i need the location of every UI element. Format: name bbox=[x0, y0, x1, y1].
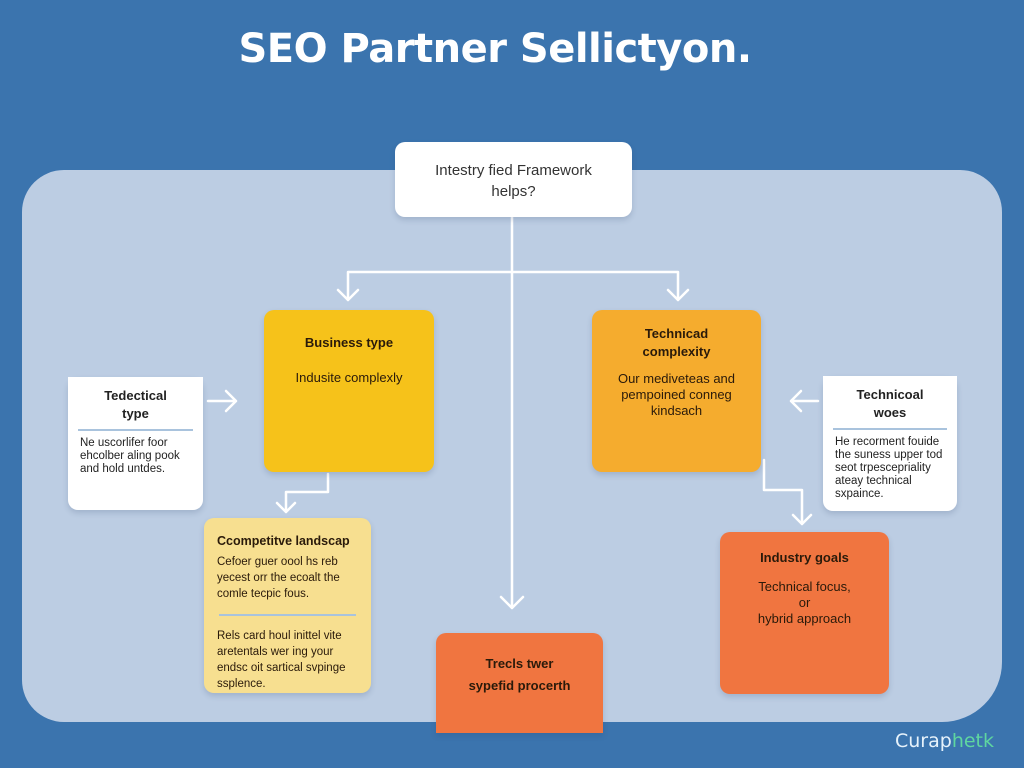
left-card-title: Tedectical bbox=[104, 388, 167, 403]
left-card-title: type bbox=[122, 406, 149, 421]
technical-desc: Our mediveteas and bbox=[617, 371, 736, 386]
technical-title: Technicad bbox=[644, 326, 709, 341]
technical-type-card: Tedectical type Ne uscorlifer foor ehcolb… bbox=[68, 377, 203, 510]
technical-woes-card: Technicoal woes He recorment fouide the s… bbox=[823, 376, 957, 511]
bottom-outcome-box: Trecls twer sypefid procerth bbox=[436, 633, 603, 733]
technical-complexity-box: Technicad complexity Our mediveteas and … bbox=[592, 310, 761, 472]
arrow-left-icon bbox=[789, 389, 820, 413]
business-title: Business type bbox=[304, 335, 394, 350]
technical-title: complexity bbox=[642, 344, 711, 359]
right-card-title: Technicoal bbox=[856, 387, 924, 402]
arrow-right-icon bbox=[206, 389, 238, 413]
bottom-line: sypefid procerth bbox=[468, 678, 571, 693]
goals-line: or bbox=[798, 595, 811, 610]
brand-logo: Curaphetk bbox=[895, 730, 994, 752]
root-line2: helps? bbox=[491, 183, 536, 200]
trunk-line bbox=[499, 215, 525, 610]
root-line1: Intestry fied Framework bbox=[435, 162, 592, 179]
right-card-title: woes bbox=[873, 405, 907, 420]
business-type-box: Business type Indusite complexly bbox=[264, 310, 434, 472]
business-desc: Indusite complexly bbox=[295, 370, 403, 385]
bottom-line: Trecls twer bbox=[485, 656, 554, 671]
industry-goals-box: Industry goals Technical focus, or hybri… bbox=[720, 532, 889, 694]
competitive-landscape-box: Ccompetitve landscap Cefoer guer oool hs… bbox=[204, 518, 371, 693]
divider bbox=[833, 428, 947, 430]
divider bbox=[219, 614, 356, 616]
logo-part: hetk bbox=[951, 730, 995, 752]
branch-line bbox=[336, 270, 690, 302]
technical-desc: pempoined conneg bbox=[621, 387, 732, 402]
technical-desc: kindsach bbox=[650, 403, 703, 418]
competitive-title: Ccompetitve landscap bbox=[217, 534, 350, 548]
right-card-desc: He recorment fouide the suness upper tod… bbox=[835, 436, 943, 500]
technical-to-goals-arrow bbox=[762, 458, 813, 526]
competitive-desc: Rels card houl inittel vite aretentals w… bbox=[217, 630, 346, 690]
root-question-box: Intestry fied Framework helps? bbox=[395, 142, 632, 217]
goals-line: hybrid approach bbox=[757, 611, 852, 626]
divider bbox=[78, 429, 193, 431]
goals-title: Industry goals bbox=[760, 550, 849, 565]
competitive-desc: Cefoer guer oool hs reb yecest orr the e… bbox=[217, 556, 340, 600]
left-card-desc: Ne uscorlifer foor ehcolber aling pook a… bbox=[80, 437, 180, 475]
business-to-competitive-arrow bbox=[275, 472, 330, 514]
page-title: SEO Partner Sellictyon. bbox=[238, 26, 752, 72]
logo-part: Curap bbox=[895, 730, 952, 752]
goals-line: Technical focus, bbox=[758, 579, 851, 594]
